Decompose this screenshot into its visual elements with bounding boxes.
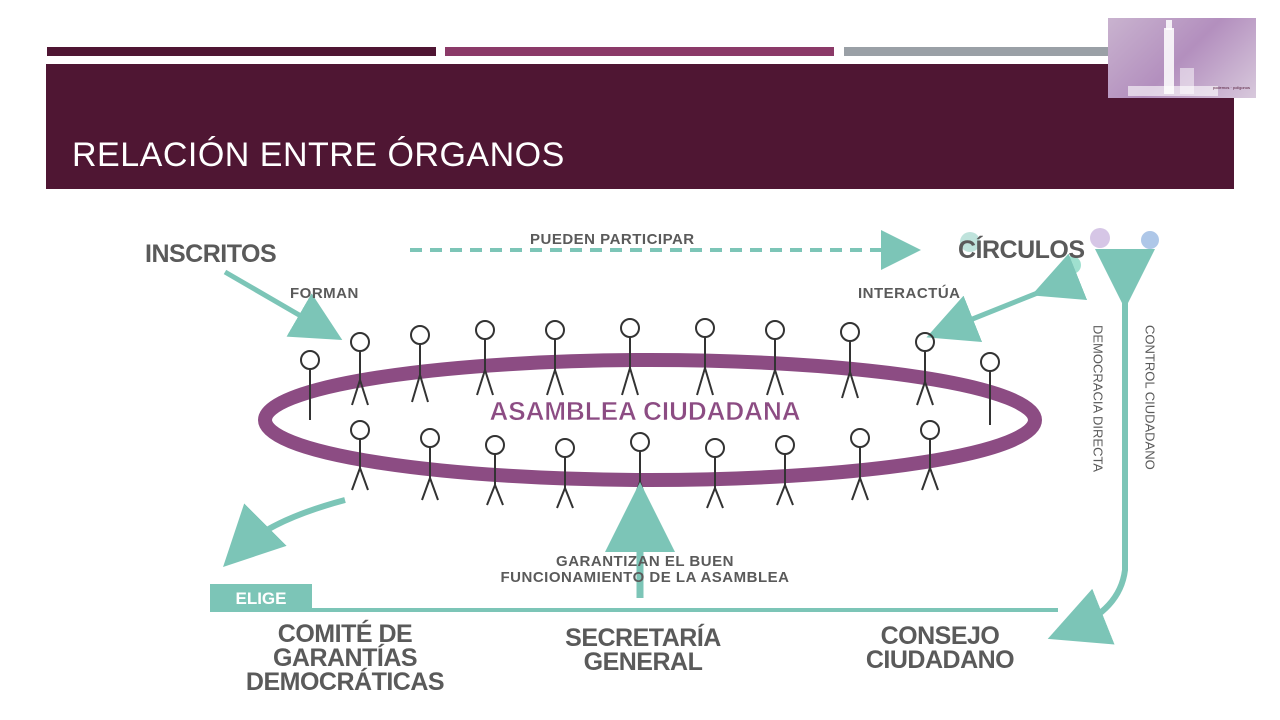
label-asamblea: ASAMBLEA CIUDADANA [489,396,800,426]
person-figure [775,435,795,506]
label-consejo-1: CONSEJO [881,622,1000,650]
organs-diagram: PUEDEN PARTICIPAR INSCRITOS FORMAN CÍRCU… [145,228,1159,696]
title-band: RELACIÓN ENTRE ÓRGANOS [46,64,1234,189]
person-figure [695,318,715,396]
person-figure [350,420,370,491]
tower-icon [1128,20,1218,96]
label-pueden-participar: PUEDEN PARTICIPAR [530,231,695,248]
circle-bubble [1141,231,1159,249]
label-inscritos: INSCRITOS [145,240,276,268]
header-bar-dark [47,47,436,56]
person-figure [300,350,320,420]
curve-left-arrow [223,497,346,567]
person-figure [485,435,505,506]
circle-bubble [1090,228,1110,248]
label-secretaria-1: SECRETARÍA [565,623,721,652]
page-title: RELACIÓN ENTRE ÓRGANOS [72,136,565,174]
label-garantizan-2: FUNCIONAMIENTO DE LA ASAMBLEA [501,569,790,586]
person-figure [915,332,935,406]
elige-box [210,584,312,612]
interactua-arrow [926,253,1088,343]
people-ring [300,318,1000,509]
person-figure [410,325,430,403]
label-forman: FORMAN [290,285,359,302]
forman-arrow [223,269,343,341]
person-figure [630,432,650,506]
label-circulos: CÍRCULOS [958,235,1085,264]
label-control-ciudadano: CONTROL CIUDADANO [1143,325,1158,470]
label-comite-1: COMITÉ DE [278,619,412,648]
circle-bubble [960,232,980,252]
label-garantizan-1: GARANTIZAN EL BUEN [556,553,734,570]
label-secretaria-2: GENERAL [584,648,703,676]
assembly-ellipse [258,353,1042,487]
person-figure [420,428,440,501]
label-democracia-directa: DEMOCRACIA DIRECTA [1091,325,1106,472]
logo-caption: podemos · poligonos [1212,85,1250,90]
circle-bubble [1116,249,1134,267]
control-arrow [1047,249,1155,645]
header-bar-magenta [445,47,834,56]
person-figure [620,318,640,396]
person-figure [850,428,870,501]
header-bar-gray [844,47,1144,56]
person-figure [765,320,785,396]
label-comite-2: GARANTÍAS [273,643,417,672]
person-figure [555,438,575,509]
person-figure [980,352,1000,425]
person-figure [920,420,940,491]
person-figure [350,332,370,406]
label-interactua: INTERACTÚA [858,284,961,302]
label-elige: ELIGE [235,589,286,608]
person-figure [545,320,565,396]
person-figure [705,438,725,509]
label-comite-3: DEMOCRÁTICAS [246,667,444,696]
label-consejo-2: CIUDADANO [866,646,1014,674]
person-figure [840,322,860,399]
logo: podemos · poligonos [1108,18,1256,98]
person-figure [475,320,495,396]
